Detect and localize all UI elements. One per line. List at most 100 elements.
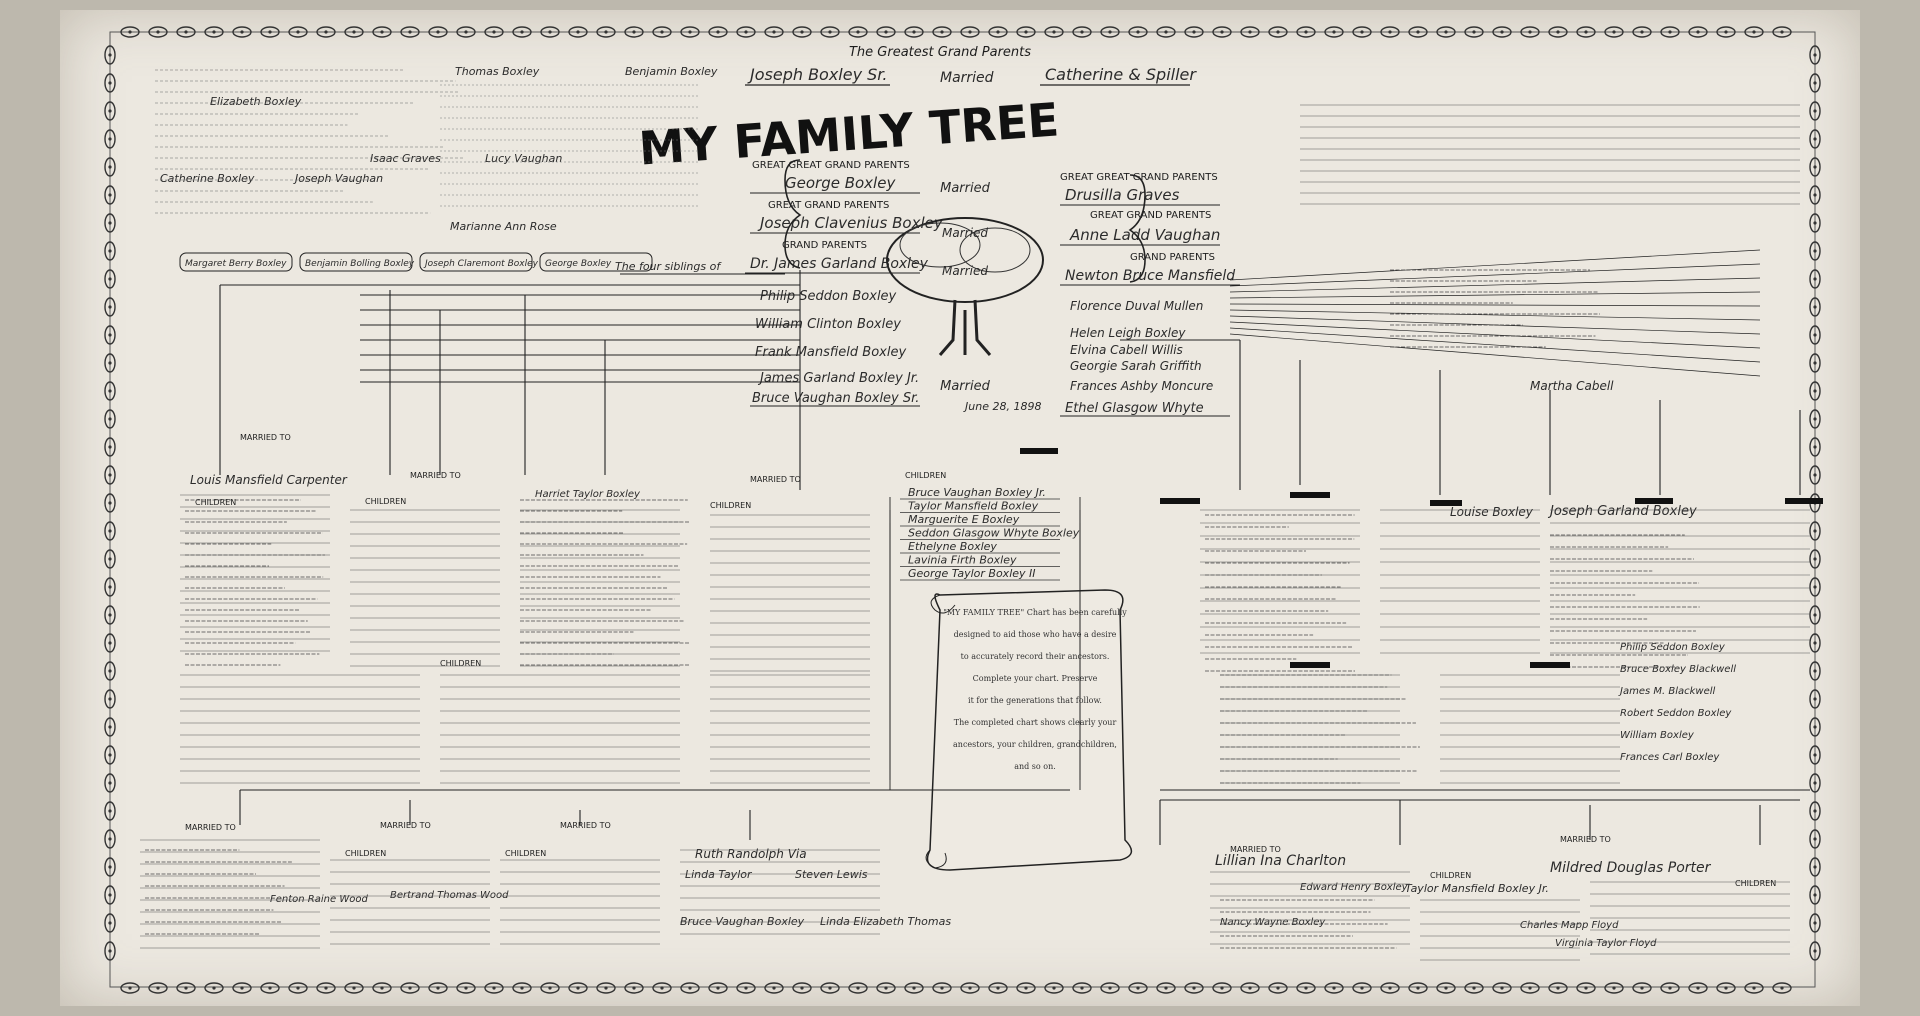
border-ornament: [680, 982, 700, 994]
border-ornament: [1809, 885, 1821, 905]
center-child-name: Bruce Vaughan Boxley Jr.: [908, 486, 1046, 499]
border-ornament: [1809, 353, 1821, 373]
border-ornament: [1520, 982, 1540, 994]
right-list-name: James M. Blackwell: [1618, 686, 1716, 697]
center-child-name: Lavinia Firth Boxley: [908, 554, 1017, 567]
b4: Bruce Vaughan Boxley: [680, 915, 805, 928]
married-label-3: Married: [940, 379, 990, 394]
border-ornament: [1809, 521, 1821, 541]
border-ornament: [904, 982, 924, 994]
border-ornament: [1072, 26, 1092, 38]
connector-lines: [140, 104, 1810, 961]
early-name: Marianne Ann Rose: [450, 220, 557, 233]
border-ornament: [1520, 26, 1540, 38]
border-ornament: [104, 605, 116, 625]
border-ornament: [1809, 633, 1821, 653]
parent-right-1: Florence Duval Mullen: [1070, 299, 1203, 313]
parent-right-5: Frances Ashby Moncure: [1070, 379, 1213, 393]
border-ornament: [1809, 73, 1821, 93]
b3: Steven Lewis: [795, 868, 868, 881]
center-children-heading: CHILDREN: [905, 471, 946, 480]
border-ornament: [344, 982, 364, 994]
border-ornament: [848, 982, 868, 994]
ancestry-bracket: [784, 159, 802, 269]
connector-line: [1229, 249, 1761, 281]
center-child-name: Ethelyne Boxley: [908, 540, 997, 553]
early-name: Elizabeth Boxley: [210, 95, 302, 108]
sibling-name-box: [179, 252, 293, 272]
border-ornament: [1688, 26, 1708, 38]
border-ornament: [1044, 26, 1064, 38]
border-ornament: [1268, 26, 1288, 38]
border-ornament: [1809, 297, 1821, 317]
border-ornament: [904, 26, 924, 38]
border-ornament: [104, 493, 116, 513]
border-ornament: [104, 157, 116, 177]
tree-married-top: Married: [942, 226, 988, 240]
border-ornament: [316, 982, 336, 994]
border-ornament: [104, 941, 116, 961]
border-ornament: [1464, 982, 1484, 994]
border-ornament: [148, 26, 168, 38]
border-ornament: [1184, 982, 1204, 994]
center-child-name: Marguerite E Boxley: [908, 513, 1020, 526]
b11: Charles Mapp Floyd: [1520, 920, 1619, 931]
border-ornament: [1268, 982, 1288, 994]
children-label-l1: CHILDREN: [195, 498, 236, 507]
border-ornament: [400, 982, 420, 994]
scroll-text-line: The completed chart shows clearly your: [954, 718, 1117, 727]
border-ornament: [876, 982, 896, 994]
border-ornament: [1809, 829, 1821, 849]
border-ornament: [1604, 982, 1624, 994]
border-ornament: [104, 913, 116, 933]
border-ornament: [512, 26, 532, 38]
border-ornament: [1324, 982, 1344, 994]
border-ornament: [1212, 26, 1232, 38]
border-ornament: [1809, 213, 1821, 233]
b13: Fenton Raine Wood: [270, 894, 368, 905]
border-ornament: [1809, 689, 1821, 709]
border-ornament: [316, 26, 336, 38]
children-label-b3: CHILDREN: [1430, 871, 1471, 880]
bottom-married-to-4: MARRIED TO: [1230, 845, 1281, 854]
info-scroll: "MY FAMILY TREE" Chart has been carefull…: [925, 589, 1133, 871]
border-ornament: [372, 982, 392, 994]
border-ornament: [988, 982, 1008, 994]
connector-line: [1229, 263, 1761, 287]
border-ornament: [1408, 26, 1428, 38]
border-ornament: [876, 26, 896, 38]
border-ornament: [1744, 26, 1764, 38]
g-left-name: Dr. James Garland Boxley: [750, 256, 929, 272]
bottom-married-to-5: MARRIED TO: [1560, 835, 1611, 844]
border-ornament: [1809, 465, 1821, 485]
border-ornament: [104, 829, 116, 849]
right-label-3: Martha Cabell: [1530, 379, 1614, 393]
border-ornament: [204, 26, 224, 38]
border-ornament: [260, 982, 280, 994]
banner-text: The Greatest Grand Parents: [849, 45, 1031, 60]
border-ornament: [1072, 982, 1092, 994]
right-label-2: Joseph Garland Boxley: [1547, 504, 1697, 519]
border-ornament: [1156, 982, 1176, 994]
border-ornament: [512, 982, 532, 994]
border-ornament: [260, 26, 280, 38]
g-right-name: Newton Bruce Mansfield: [1065, 268, 1235, 284]
border-ornament: [1809, 941, 1821, 961]
sibling-name: George Boxley: [545, 259, 612, 269]
parent-left-4: James Garland Boxley Jr.: [757, 371, 919, 386]
border-ornament: [1408, 982, 1428, 994]
border-ornament: [104, 633, 116, 653]
border-ornament: [820, 26, 840, 38]
border-ornament: [1809, 549, 1821, 569]
ancestor-top-left: Joseph Boxley Sr.: [747, 65, 888, 84]
border-ornament: [596, 26, 616, 38]
border-ornament: [988, 26, 1008, 38]
redaction-bar: [1290, 662, 1330, 668]
border-ornament: [1744, 982, 1764, 994]
border-ornament: [104, 465, 116, 485]
border-ornament: [104, 73, 116, 93]
border-ornament: [1212, 982, 1232, 994]
border-ornament: [1809, 101, 1821, 121]
